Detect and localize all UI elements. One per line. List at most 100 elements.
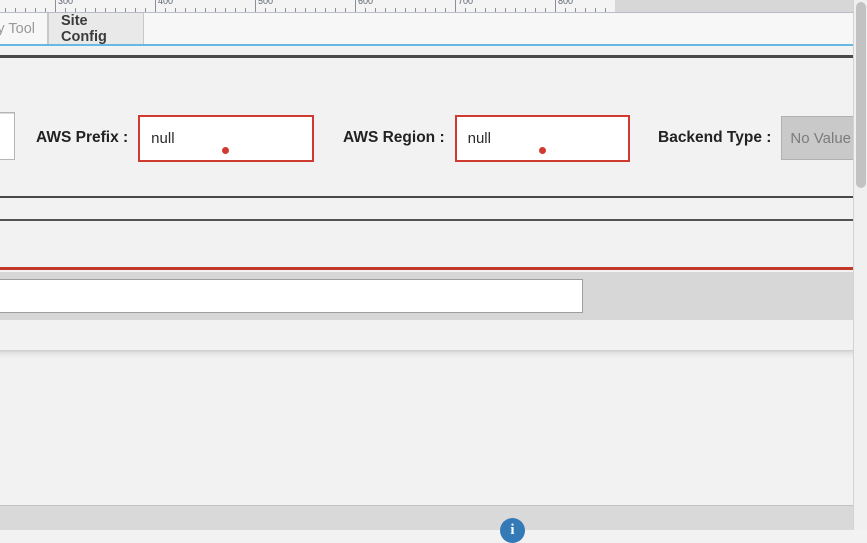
ruler-minor-tick <box>545 8 546 12</box>
status-bar <box>0 505 853 530</box>
ruler-minor-tick <box>5 8 6 12</box>
ruler-minor-tick <box>95 8 96 12</box>
aws-region-input[interactable]: null <box>454 114 630 162</box>
aws-prefix-value: null <box>151 129 175 147</box>
ruler-minor-tick <box>335 8 336 12</box>
ruler-minor-tick <box>465 8 466 12</box>
ruler-minor-tick <box>275 8 276 12</box>
ruler-minor-tick <box>235 8 236 12</box>
ruler-minor-tick <box>345 8 346 12</box>
ruler-major-tick <box>255 0 256 12</box>
ruler-major-tick <box>355 0 356 12</box>
horizontal-ruler: 300 400 500 600 700 800 <box>0 0 867 13</box>
ruler-minor-tick <box>395 8 396 12</box>
field-aws-region: AWS Region : null <box>343 112 630 164</box>
ruler-minor-tick <box>495 8 496 12</box>
ruler-minor-tick <box>425 8 426 12</box>
ruler-major-tick <box>455 0 456 12</box>
ruler-minor-tick <box>535 8 536 12</box>
ruler-minor-tick <box>265 8 266 12</box>
ruler-minor-tick <box>245 8 246 12</box>
ruler-minor-tick <box>225 8 226 12</box>
tab-site-config[interactable]: Site Config <box>48 12 144 45</box>
ruler-minor-tick <box>145 8 146 12</box>
ruler-minor-tick <box>325 8 326 12</box>
ruler-minor-tick <box>35 8 36 12</box>
ruler-minor-tick <box>85 8 86 12</box>
field-backend-type: Backend Type : No Value <box>658 112 867 164</box>
ruler-minor-tick <box>165 8 166 12</box>
backend-type-placeholder: No Value <box>790 129 852 147</box>
section-divider-1 <box>0 196 853 198</box>
search-input[interactable] <box>0 279 583 313</box>
ruler-minor-tick <box>125 8 126 12</box>
ruler-minor-tick <box>45 8 46 12</box>
tab-site-config-label: Site Config <box>61 12 107 45</box>
lower-content-region <box>0 360 853 505</box>
ruler-minor-tick <box>445 8 446 12</box>
ruler-minor-tick <box>595 8 596 12</box>
aws-prefix-input[interactable]: null <box>138 114 315 162</box>
ruler-major-tick <box>155 0 156 12</box>
ruler-minor-tick <box>475 8 476 12</box>
aws-region-value: null <box>467 129 491 147</box>
backend-type-select[interactable]: No Value <box>781 116 867 160</box>
ruler-active-span <box>0 0 615 13</box>
ruler-minor-tick <box>25 8 26 12</box>
ruler-minor-tick <box>135 8 136 12</box>
tab-tool[interactable]: y Tool <box>0 13 48 44</box>
info-icon-glyph: i <box>510 522 515 538</box>
ruler-minor-tick <box>175 8 176 12</box>
ruler-minor-tick <box>65 8 66 12</box>
vertical-scrollbar[interactable] <box>853 0 867 530</box>
section-divider-2 <box>0 219 853 221</box>
ruler-minor-tick <box>525 8 526 12</box>
ruler-minor-tick <box>185 8 186 12</box>
ruler-minor-tick <box>215 8 216 12</box>
partial-text-input-left[interactable] <box>0 112 15 160</box>
ruler-label: 600 <box>358 0 374 6</box>
error-rule <box>0 267 853 270</box>
ruler-minor-tick <box>75 8 76 12</box>
ruler-minor-tick <box>585 8 586 12</box>
ruler-minor-tick <box>435 8 436 12</box>
ruler-minor-tick <box>375 8 376 12</box>
ruler-major-tick <box>55 0 56 12</box>
ruler-minor-tick <box>105 8 106 12</box>
ruler-minor-tick <box>385 8 386 12</box>
ruler-major-tick <box>555 0 556 12</box>
backend-type-label: Backend Type : <box>658 129 772 146</box>
ruler-inactive-span <box>615 0 867 13</box>
ruler-minor-tick <box>565 8 566 12</box>
ruler-minor-tick <box>305 8 306 12</box>
ruler-minor-tick <box>605 8 606 12</box>
ruler-label: 300 <box>58 0 74 6</box>
ruler-minor-tick <box>205 8 206 12</box>
ruler-minor-tick <box>505 8 506 12</box>
aws-prefix-label: AWS Prefix : <box>36 129 129 146</box>
ruler-minor-tick <box>315 8 316 12</box>
tab-tool-label: y Tool <box>0 20 35 37</box>
ruler-label: 400 <box>158 0 174 6</box>
ruler-minor-tick <box>115 8 116 12</box>
ruler-minor-tick <box>485 8 486 12</box>
header-divider <box>0 55 867 58</box>
ruler-minor-tick <box>285 8 286 12</box>
ruler-label: 500 <box>258 0 274 6</box>
info-icon[interactable]: i <box>500 518 525 543</box>
panel-bottom-shadow <box>0 350 853 360</box>
vertical-scrollbar-thumb[interactable] <box>856 2 866 188</box>
ruler-minor-tick <box>195 8 196 12</box>
aws-prefix-error-marker-icon <box>222 146 230 154</box>
aws-config-form-row: AWS Prefix : null AWS Region : null Back… <box>0 112 867 164</box>
aws-region-error-marker-icon <box>538 146 546 154</box>
aws-region-label: AWS Region : <box>343 129 445 146</box>
ruler-minor-tick <box>515 8 516 12</box>
field-aws-prefix: AWS Prefix : null <box>36 112 315 164</box>
ruler-minor-tick <box>365 8 366 12</box>
ruler-minor-tick <box>415 8 416 12</box>
ruler-minor-tick <box>405 8 406 12</box>
ruler-label: 800 <box>558 0 574 6</box>
ruler-minor-tick <box>575 8 576 12</box>
ruler-label: 700 <box>458 0 474 6</box>
